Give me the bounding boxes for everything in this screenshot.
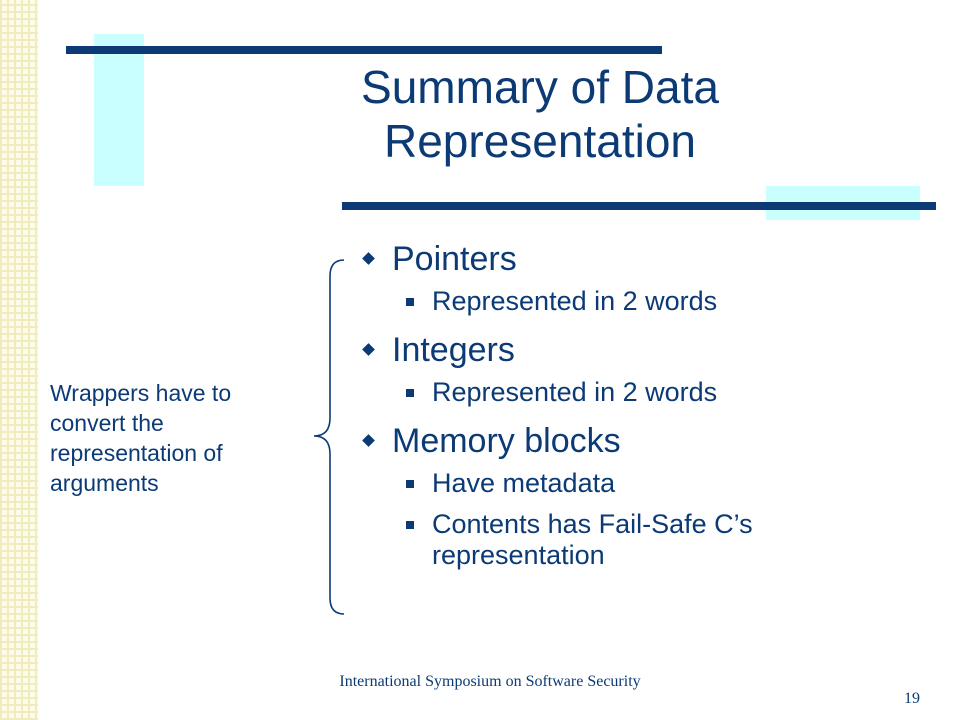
slide-title: Summary of Data Representation xyxy=(361,61,719,167)
sub-bullet-item: Have metadata xyxy=(356,468,926,499)
sub-list-integers: Represented in 2 words xyxy=(356,377,926,408)
diamond-bullet-icon xyxy=(362,434,375,447)
sub-list-pointers: Represented in 2 words xyxy=(356,286,926,317)
sub-bullet-label: Represented in 2 words xyxy=(432,286,718,316)
side-note: Wrappers have to convert the representat… xyxy=(50,380,232,496)
bullet-list: Pointers Represented in 2 words Integers… xyxy=(356,236,926,581)
sub-bullet-label: Have metadata xyxy=(432,468,616,498)
diamond-bullet-icon xyxy=(362,252,375,265)
bullet-item-integers: Integers xyxy=(356,327,926,373)
page-number: 19 xyxy=(904,690,920,707)
square-bullet-icon xyxy=(406,521,414,529)
square-bullet-icon xyxy=(406,389,414,397)
square-bullet-icon xyxy=(406,480,414,488)
sub-bullet-item: Represented in 2 words xyxy=(356,377,926,408)
sub-bullet-label: Contents has Fail-Safe C’s representatio… xyxy=(432,509,753,570)
footer-text: International Symposium on Software Secu… xyxy=(339,673,641,690)
decorative-stripe-bar xyxy=(0,0,38,720)
title-rule-top xyxy=(66,46,662,54)
bullet-item-pointers: Pointers xyxy=(356,236,926,282)
sub-list-memory-blocks: Have metadata Contents has Fail-Safe C’s… xyxy=(356,468,926,571)
sub-bullet-label: Represented in 2 words xyxy=(432,377,718,407)
bullet-label: Integers xyxy=(392,331,515,369)
bullet-item-memory-blocks: Memory blocks xyxy=(356,418,926,464)
sub-bullet-item: Contents has Fail-Safe C’s representatio… xyxy=(356,509,926,571)
title-rule-bottom xyxy=(342,202,936,210)
accent-block-left xyxy=(94,34,144,186)
bullet-label: Memory blocks xyxy=(392,422,621,460)
curly-brace-icon xyxy=(313,259,345,615)
diamond-bullet-icon xyxy=(362,343,375,356)
bullet-label: Pointers xyxy=(392,240,517,278)
square-bullet-icon xyxy=(406,298,414,306)
sub-bullet-item: Represented in 2 words xyxy=(356,286,926,317)
